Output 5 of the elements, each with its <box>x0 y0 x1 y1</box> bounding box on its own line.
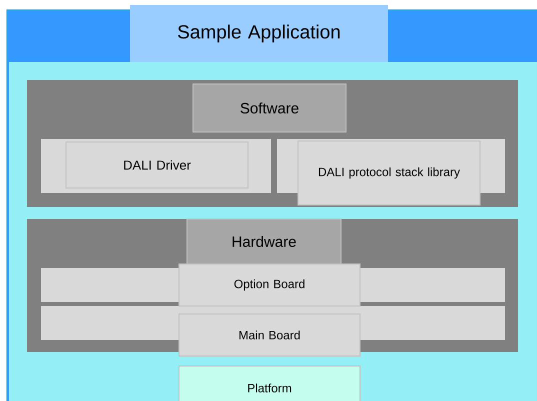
component-box: Main Board <box>178 314 360 356</box>
platform-box: Platform <box>178 366 360 401</box>
component-box: Option Board <box>178 264 360 306</box>
component-box: DALI Driver <box>66 142 248 188</box>
component-box: DALI protocol stack library <box>298 140 480 206</box>
